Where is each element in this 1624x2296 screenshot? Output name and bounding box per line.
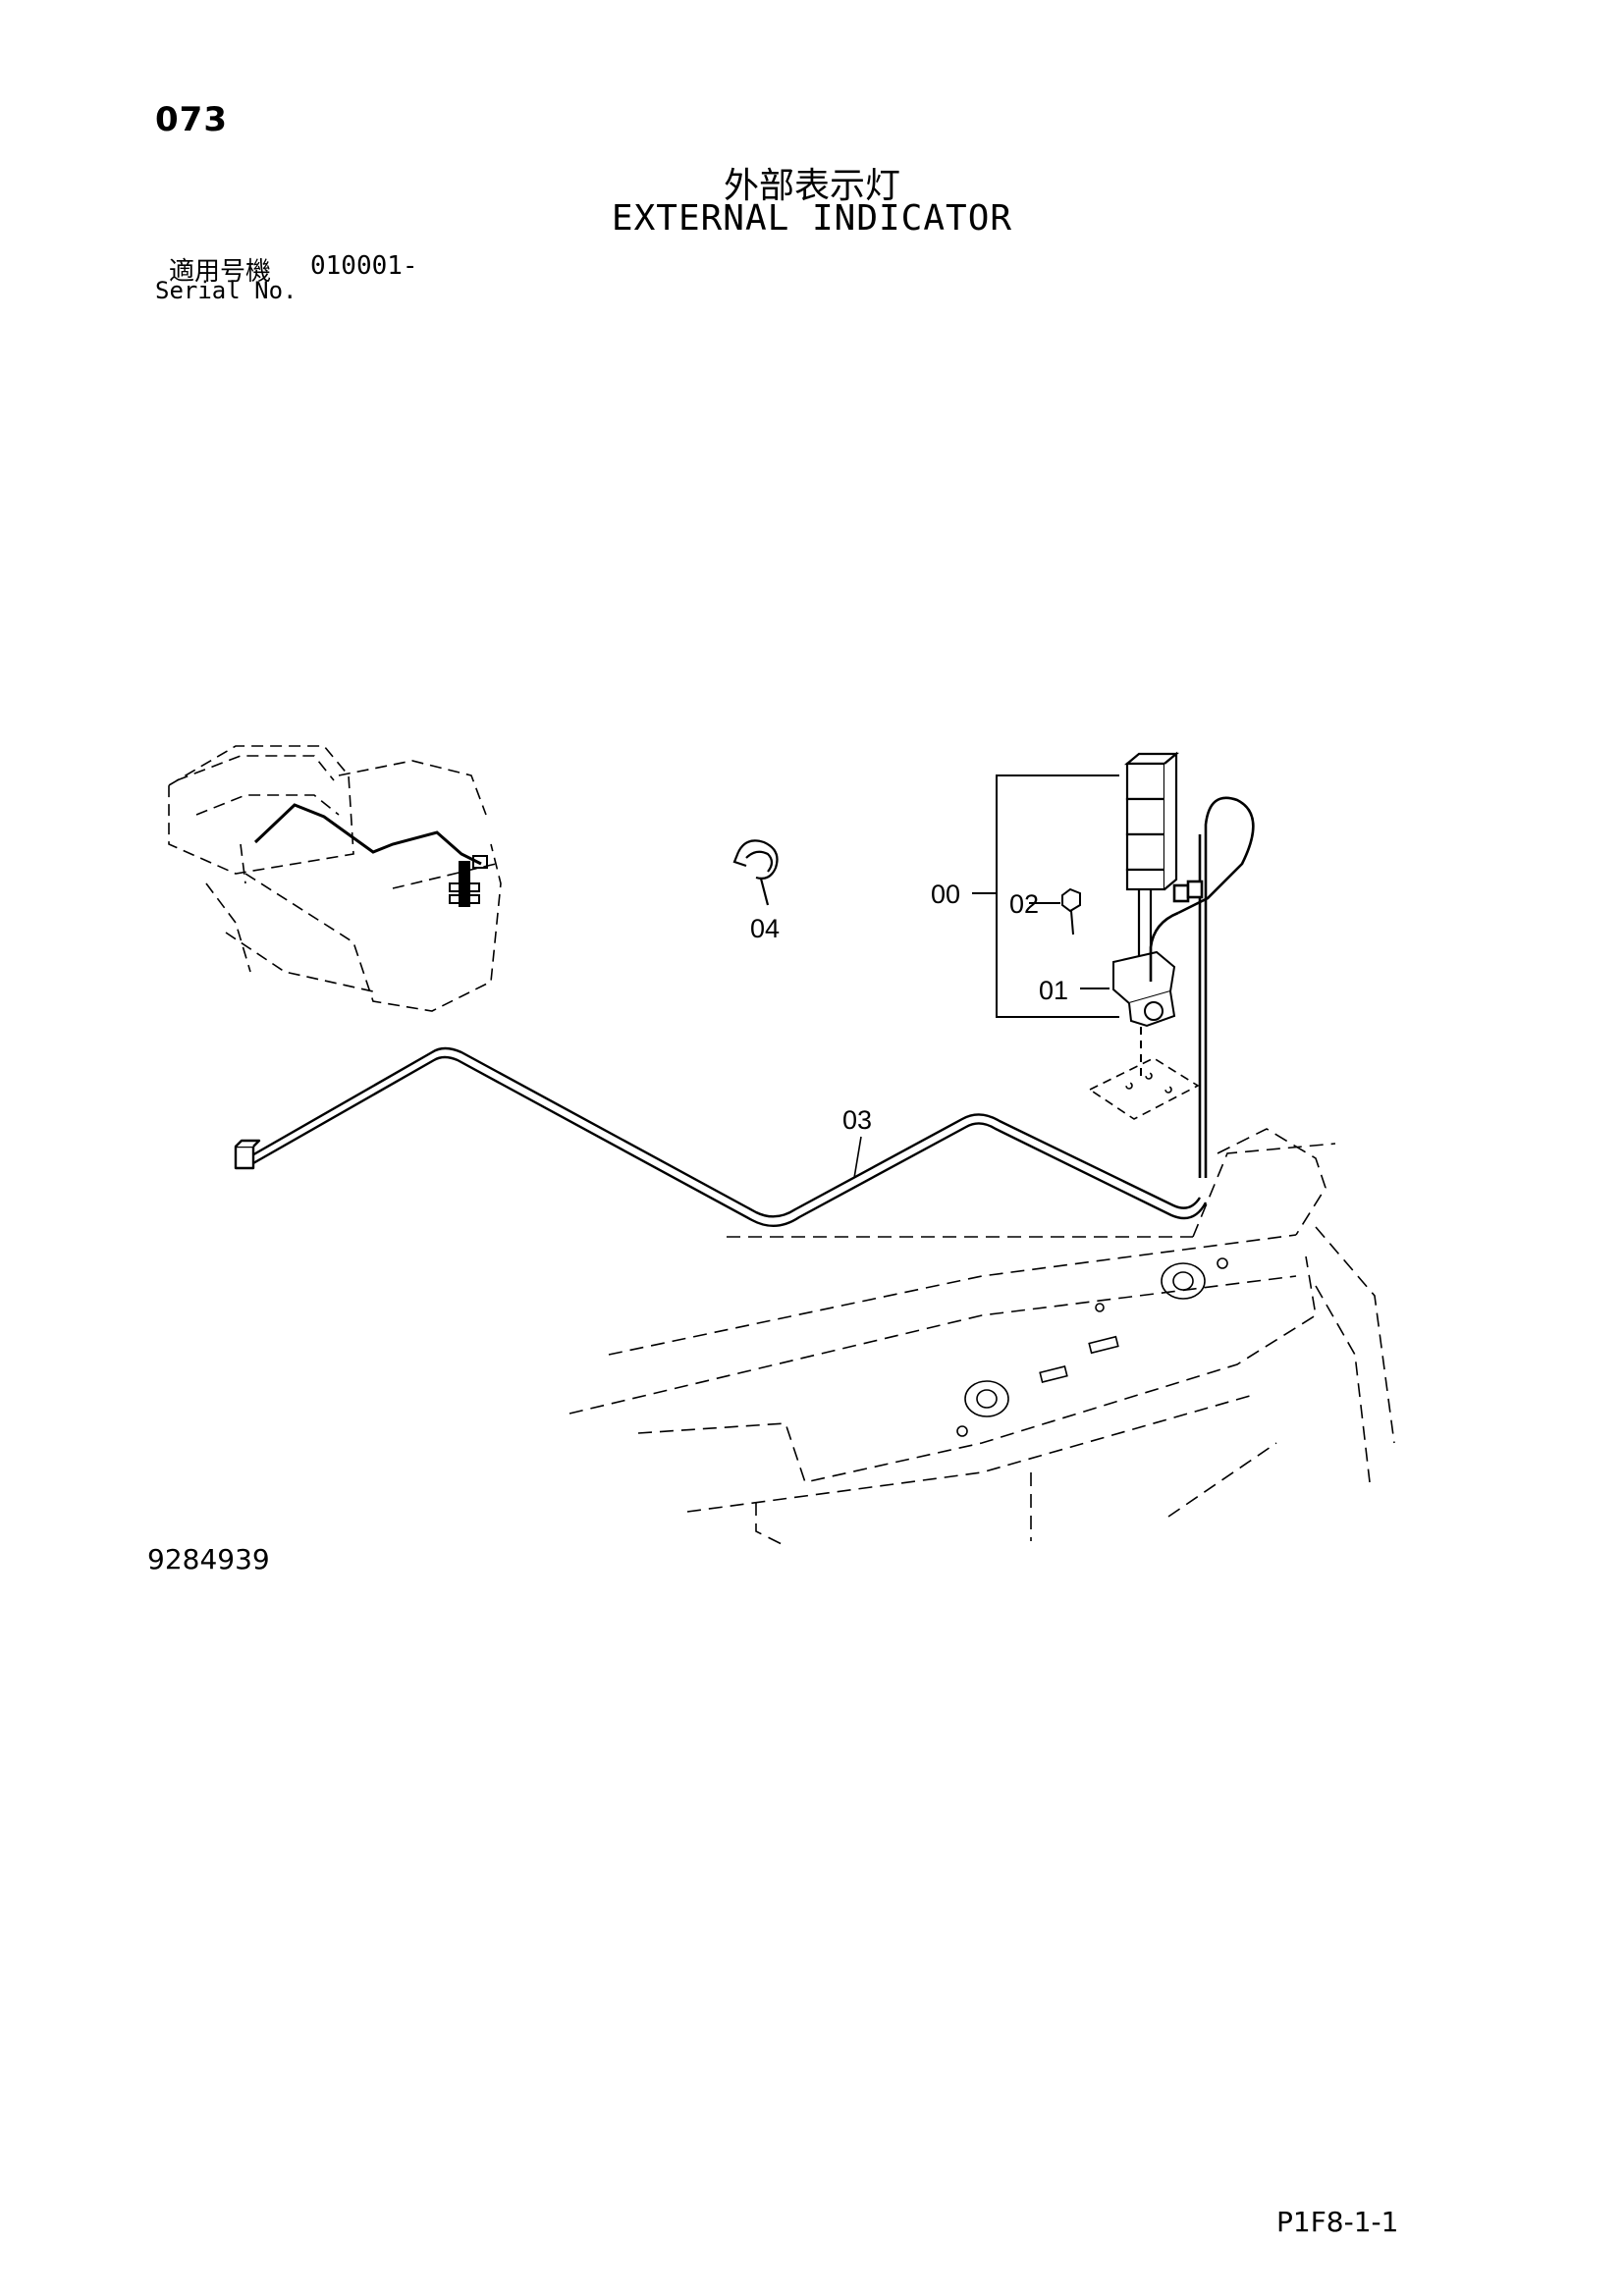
- inset-harness: [253, 803, 482, 866]
- page-number: 073: [155, 100, 228, 139]
- base-plate: [1088, 1057, 1200, 1120]
- assembly-group-bracket: [972, 774, 1119, 1018]
- callout-01: 01: [1039, 976, 1068, 1005]
- page-title-japanese: 外部表示灯: [723, 166, 900, 206]
- serial-label-japanese: 適用号機: [169, 257, 272, 287]
- mounting-bracket-part: [1112, 950, 1176, 1080]
- page-title-english: EXTERNAL INDICATOR: [611, 198, 1013, 239]
- wire-harness: [234, 1046, 1208, 1227]
- machine-overview-inset: [168, 745, 502, 1012]
- indicator-cable-loop: [1149, 796, 1255, 1178]
- serial-label-english: Serial No.: [155, 277, 298, 304]
- callout-02: 02: [1009, 889, 1039, 919]
- clamp-part: [732, 839, 779, 906]
- callout-04: 04: [750, 914, 780, 943]
- bolt-part: [1061, 887, 1081, 935]
- machine-body-outline: [568, 1128, 1395, 1547]
- indicator-lamp: [1123, 751, 1180, 982]
- drawing-number: 9284939: [147, 1543, 270, 1575]
- machine-body-details: [956, 1257, 1228, 1437]
- page-code: P1F8-1-1: [1276, 2206, 1399, 2238]
- callout-00: 00: [931, 880, 960, 909]
- callout-03: 03: [842, 1105, 872, 1135]
- inset-indicator: [449, 855, 488, 907]
- serial-number-value: 010001-: [310, 251, 418, 281]
